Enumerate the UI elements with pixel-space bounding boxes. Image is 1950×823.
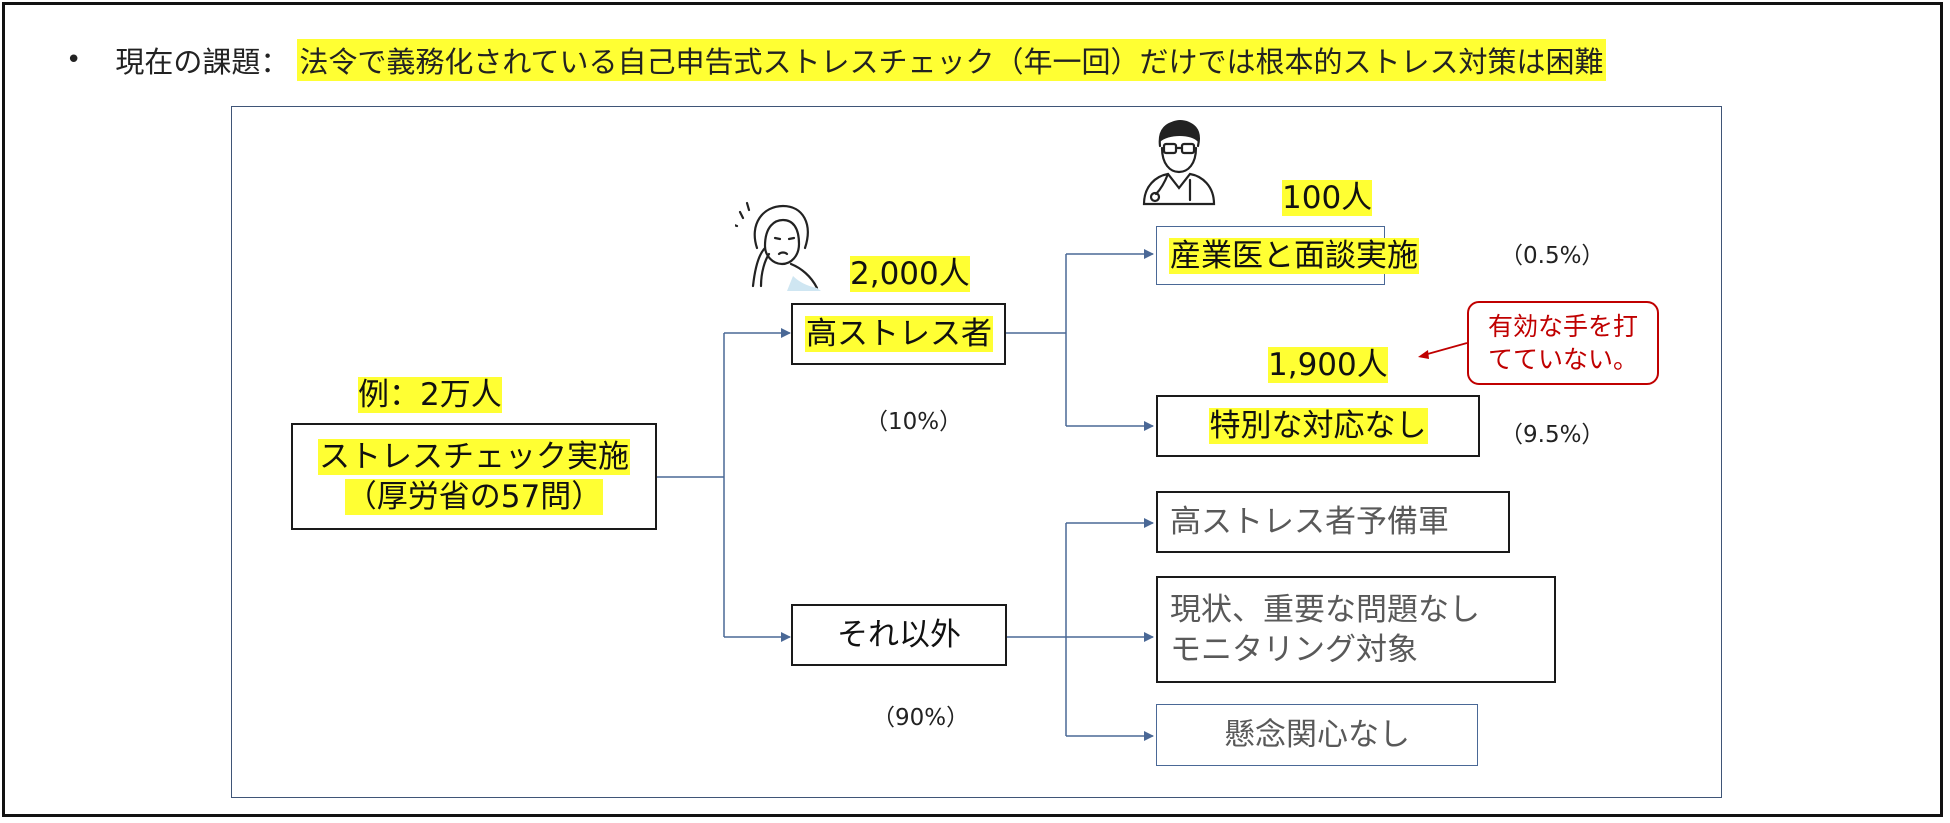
interview-count: 100人	[1282, 172, 1373, 217]
no-response-box: 特別な対応なし	[1156, 395, 1480, 457]
root-box: ストレスチェック実施 （厚労省の57問）	[291, 423, 657, 530]
root-line2: （厚労省の57問）	[344, 478, 604, 515]
callout-line2: てていない。	[1487, 345, 1638, 374]
no-response-percent: （9.5%）	[1500, 422, 1605, 448]
doctor-icon	[1142, 120, 1216, 206]
connector-other-trunk	[1006, 523, 1067, 736]
interview-label: 産業医と面談実施	[1169, 237, 1419, 274]
title-highlight-text: 法令で義務化されている自己申告式ストレスチェック（年一回）だけでは根本的ストレス…	[297, 39, 1606, 81]
no-response-count: 1,900人	[1268, 339, 1388, 384]
root-count-text: 例：2万人	[358, 377, 502, 413]
reserve-box: 高ストレス者予備軍	[1156, 491, 1510, 553]
no-concern-box: 懸念関心なし	[1156, 704, 1478, 766]
high-stress-count-text: 2,000人	[850, 256, 970, 292]
other-percent: （90%）	[872, 705, 970, 731]
no-concern-label: 懸念関心なし	[1224, 717, 1410, 753]
interview-percent: （0.5%）	[1500, 243, 1605, 269]
monitoring-box: 現状、重要な問題なし モニタリング対象	[1156, 576, 1556, 683]
high-stress-label: 高ストレス者	[805, 316, 993, 352]
callout-arrow	[1423, 342, 1468, 356]
title-bullet: •	[66, 45, 82, 75]
monitoring-line1: 現状、重要な問題なし	[1170, 591, 1480, 628]
callout-box: 有効な手を打 てていない。	[1467, 301, 1659, 385]
interview-box: 産業医と面談実施	[1156, 226, 1419, 285]
high-stress-box: 高ストレス者	[791, 303, 1006, 365]
title-row: • 現在の課題： 法令で義務化されている自己申告式ストレスチェック（年一回）だけ…	[66, 38, 1606, 82]
worried-woman-icon	[735, 201, 821, 291]
no-response-count-text: 1,900人	[1268, 347, 1388, 383]
callout-arrowhead	[1418, 350, 1429, 359]
root-line1: ストレスチェック実施	[318, 438, 630, 475]
monitoring-line2: モニタリング対象	[1170, 631, 1418, 668]
diagram-panel	[231, 106, 1722, 798]
other-label: それ以外	[837, 617, 961, 653]
other-box: それ以外	[791, 604, 1007, 666]
high-stress-count: 2,000人	[850, 248, 970, 293]
connector-root-trunk	[656, 333, 725, 637]
reserve-label: 高ストレス者予備軍	[1170, 504, 1449, 540]
callout-line1: 有効な手を打	[1487, 312, 1638, 341]
no-response-label: 特別な対応なし	[1208, 408, 1428, 444]
connector-high-trunk	[1006, 254, 1067, 426]
root-count-label: 例：2万人	[358, 369, 502, 414]
high-stress-percent: （10%）	[865, 409, 963, 435]
interview-count-text: 100人	[1282, 180, 1373, 216]
title-label: 現在の課題：	[115, 45, 290, 79]
